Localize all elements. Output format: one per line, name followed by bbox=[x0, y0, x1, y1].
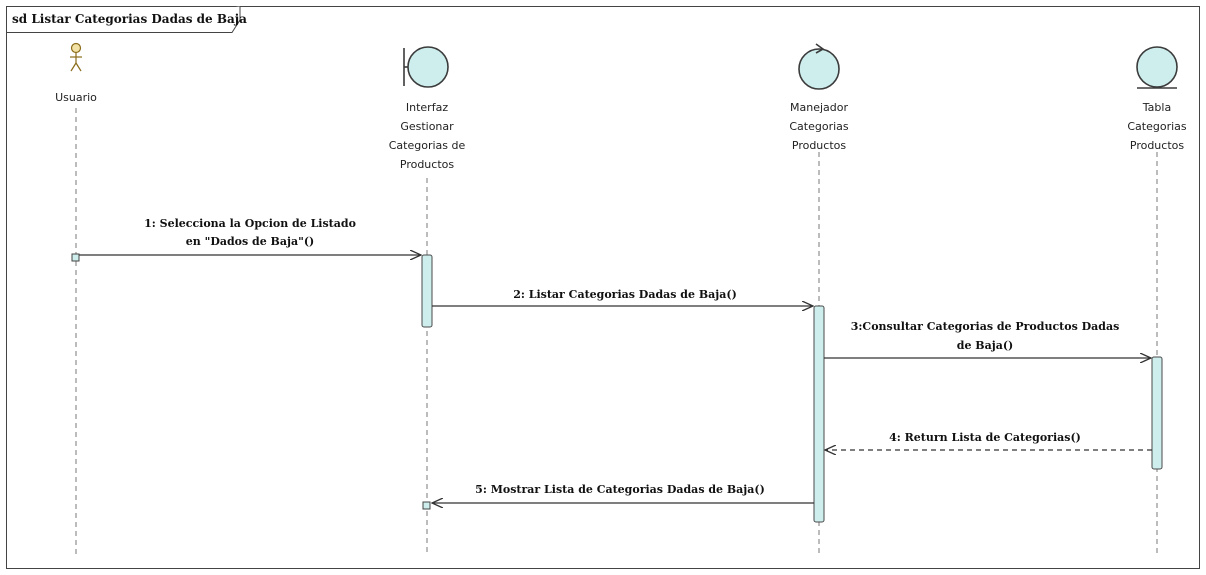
frame-title: sd Listar Categorias Dadas de Baja bbox=[12, 12, 247, 26]
actor-icon bbox=[70, 42, 82, 72]
lifeline-label-interfaz-2: Gestionar bbox=[400, 120, 454, 133]
boundary-icon bbox=[403, 46, 449, 88]
lifeline-label-tabla-2: Categorias bbox=[1127, 120, 1187, 133]
message-label-5: 5: Mostrar Lista de Categorias Dadas de … bbox=[475, 483, 765, 496]
message-label-3-line-2: de Baja() bbox=[957, 339, 1013, 352]
lifeline-label-usuario: Usuario bbox=[55, 91, 97, 104]
lifeline-label-interfaz-1: Interfaz bbox=[406, 101, 448, 114]
message-label-4: 4: Return Lista de Categorias() bbox=[889, 431, 1081, 444]
diagram-frame bbox=[6, 6, 1200, 569]
message-label-2: 2: Listar Categorias Dadas de Baja() bbox=[513, 288, 737, 301]
lifeline-label-manejador-1: Manejador bbox=[790, 101, 848, 114]
lifeline-label-tabla-3: Productos bbox=[1130, 139, 1184, 152]
lifeline-label-manejador-3: Productos bbox=[792, 139, 846, 152]
lifeline-label-interfaz-4: Productos bbox=[400, 158, 454, 171]
entity-icon bbox=[1136, 46, 1178, 89]
message-label-1-line-1: 1: Selecciona la Opcion de Listado bbox=[144, 217, 356, 230]
activation-tabla bbox=[1151, 356, 1163, 470]
message-label-1-line-2: en "Dados de Baja"() bbox=[186, 235, 314, 248]
activation-interfaz bbox=[421, 254, 433, 328]
frame-title-tab bbox=[6, 6, 241, 33]
activation-manejador bbox=[813, 305, 825, 523]
message-end-marker bbox=[422, 501, 431, 510]
control-icon bbox=[798, 43, 840, 90]
message-start-marker bbox=[71, 253, 80, 262]
lifeline-label-manejador-2: Categorias bbox=[789, 120, 849, 133]
lifeline-label-tabla-1: Tabla bbox=[1142, 101, 1171, 114]
message-label-3-line-1: 3:Consultar Categorias de Productos Dada… bbox=[851, 320, 1120, 333]
lifeline-label-interfaz-3: Categorias de bbox=[389, 139, 466, 152]
